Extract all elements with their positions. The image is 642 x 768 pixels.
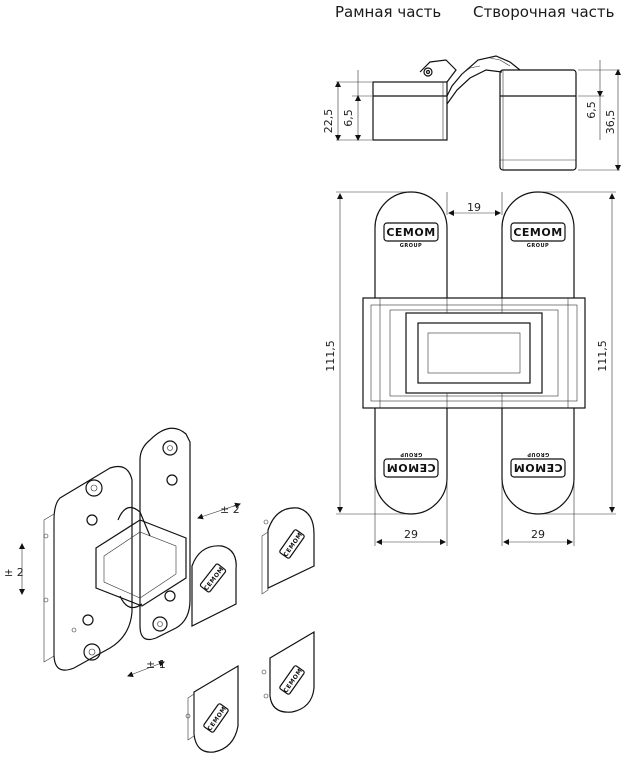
side-view: 22,5 6,5 6,5 36,5 bbox=[322, 55, 621, 171]
cover-cap-top-right: CEMOM bbox=[261, 507, 315, 595]
svg-text:GROUP: GROUP bbox=[400, 243, 422, 249]
sash-part-label: Створочная часть bbox=[473, 3, 615, 21]
dim-side-inner-right: 6,5 bbox=[585, 101, 598, 119]
adj-horizontal-label: ± 2 bbox=[220, 503, 240, 516]
svg-text:CEMOM: CEMOM bbox=[513, 461, 562, 474]
adj-depth-arrow bbox=[127, 661, 165, 677]
logo-plate-bottom-right: CEMOM GROUP bbox=[510, 451, 566, 478]
mechanism-body bbox=[362, 297, 586, 409]
iso-sash-leaf bbox=[139, 427, 191, 641]
adj-horizontal-arrow bbox=[197, 502, 241, 520]
dim-gap: 19 bbox=[467, 201, 481, 214]
svg-text:CEMOM: CEMOM bbox=[386, 226, 435, 239]
right-leaf bbox=[501, 191, 575, 515]
cover-cap-bottom-right: CEMOM bbox=[261, 630, 315, 713]
cover-cap-bottom-left: CEMOM bbox=[185, 664, 239, 753]
frame-part-label: Рамная часть bbox=[335, 3, 442, 21]
sash-block bbox=[499, 69, 577, 171]
logo-plate-top-left: CEMOM GROUP bbox=[383, 222, 439, 249]
svg-text:CEMOM: CEMOM bbox=[513, 226, 562, 239]
dim-width-left: 29 bbox=[404, 528, 418, 541]
svg-text:GROUP: GROUP bbox=[527, 451, 549, 457]
dim-width-right: 29 bbox=[531, 528, 545, 541]
front-view: CEMOM GROUP CEMOM GROUP CEMOM GROUP CEMO… bbox=[324, 191, 616, 546]
dim-height-left: 111,5 bbox=[324, 340, 337, 372]
dim-side-inner-left: 6,5 bbox=[342, 109, 355, 127]
left-leaf bbox=[374, 191, 448, 515]
dim-side-total-right: 36,5 bbox=[604, 110, 617, 135]
adj-vertical-label: ± 2 bbox=[4, 566, 24, 579]
iso-mechanism bbox=[95, 519, 187, 607]
svg-text:GROUP: GROUP bbox=[527, 243, 549, 249]
dim-side-total-left: 22,5 bbox=[322, 109, 335, 134]
frame-block bbox=[372, 81, 448, 141]
iso-frame-leaf bbox=[53, 465, 133, 671]
logo-plate-bottom-left: CEMOM GROUP bbox=[383, 451, 439, 478]
logo-plate-top-right: CEMOM GROUP bbox=[510, 222, 566, 249]
dim-height-right: 111,5 bbox=[596, 340, 609, 372]
svg-text:CEMOM: CEMOM bbox=[386, 461, 435, 474]
svg-text:GROUP: GROUP bbox=[400, 451, 422, 457]
isometric-hinge: CEMOM ± 2 ± 2 ± 1 bbox=[4, 427, 241, 677]
adj-depth-label: ± 1 bbox=[146, 658, 166, 671]
hinge-arm bbox=[446, 55, 521, 97]
